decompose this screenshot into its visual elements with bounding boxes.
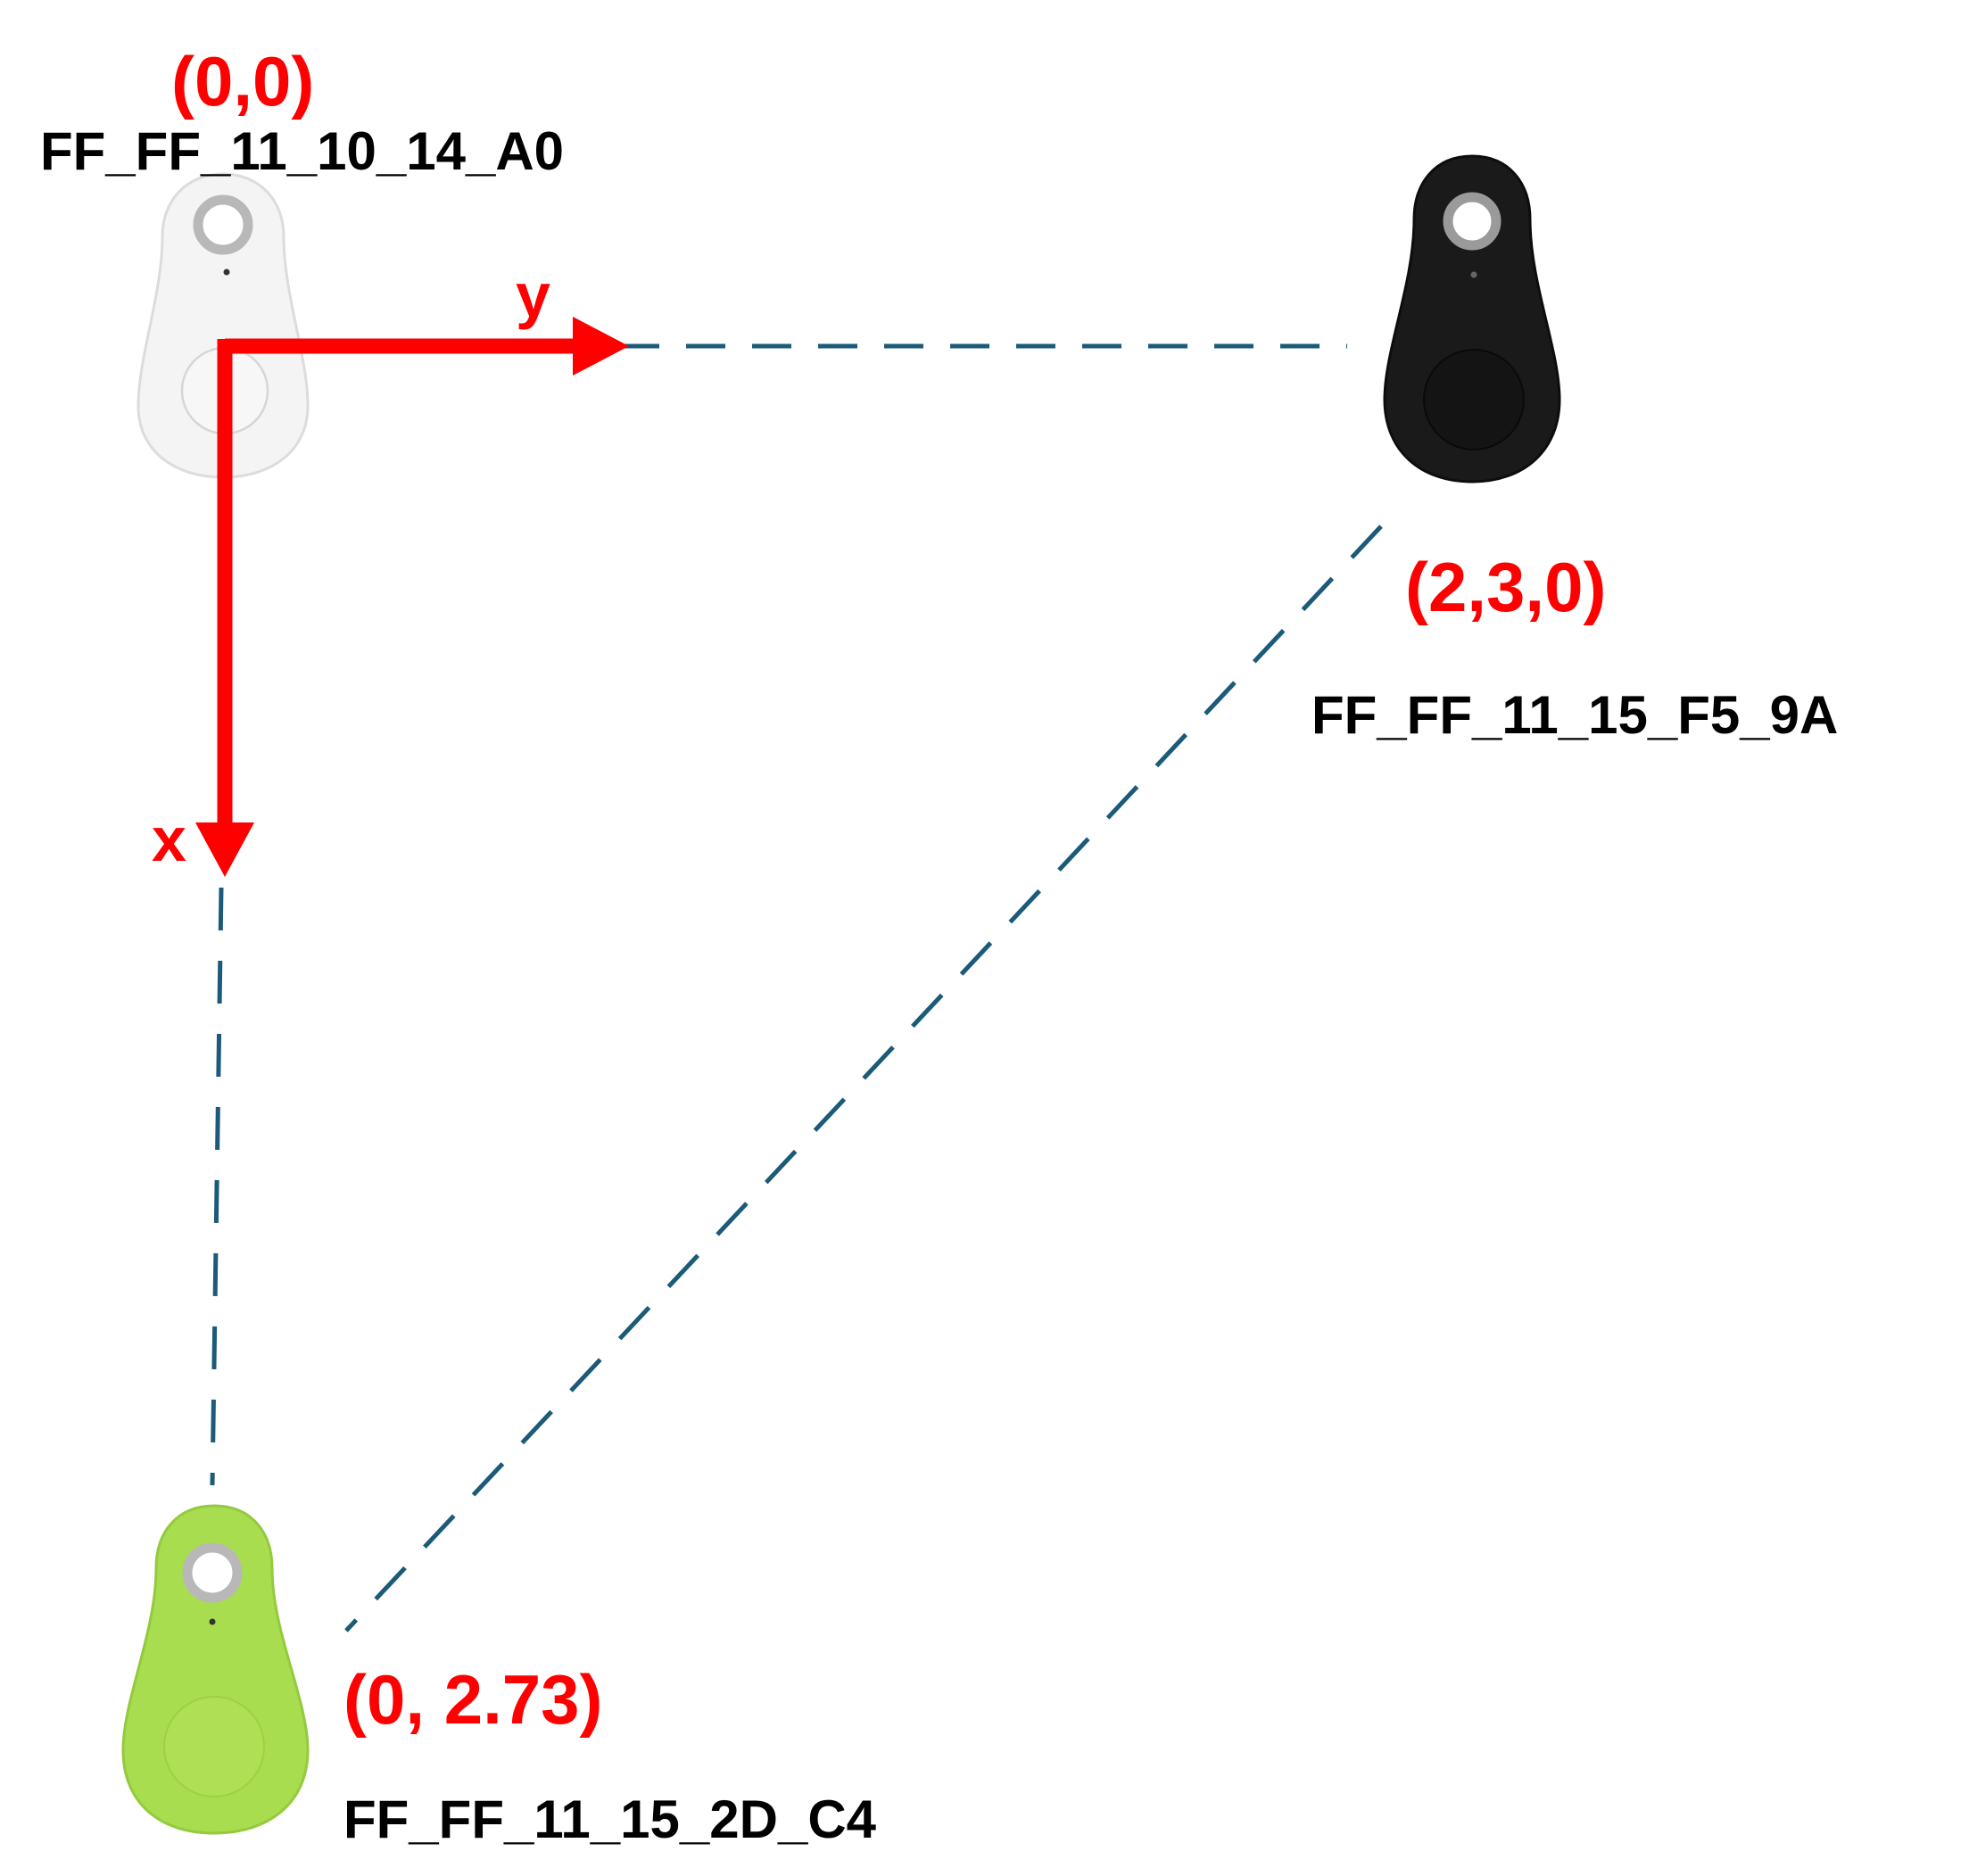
beacon-white-coordinate: (0,0) <box>171 42 314 120</box>
y-axis-label: y <box>516 260 550 330</box>
beacon-green-icon <box>121 1504 310 1835</box>
x-axis-label: x <box>152 805 186 874</box>
beacon-green-id: FF_FF_11_15_2D_C4 <box>343 1789 877 1849</box>
link-line-origin-to-green <box>210 887 224 1486</box>
beacon-white-icon <box>137 172 310 479</box>
link-line-black-to-green <box>344 525 1383 1632</box>
beacon-white-id: FF_FF_11_10_14_A0 <box>40 121 564 181</box>
beacon-black-icon <box>1383 154 1561 483</box>
x-axis-arrowhead <box>195 822 254 877</box>
y-axis-arrowhead <box>573 317 629 376</box>
beacon-green-coordinate: (0, 2.73) <box>343 1660 602 1739</box>
beacon-black-id: FF_FF_11_15_F5_9A <box>1311 685 1838 745</box>
beacon-black-coordinate: (2,3,0) <box>1405 548 1606 626</box>
coordinate-axes: y x <box>152 260 629 877</box>
